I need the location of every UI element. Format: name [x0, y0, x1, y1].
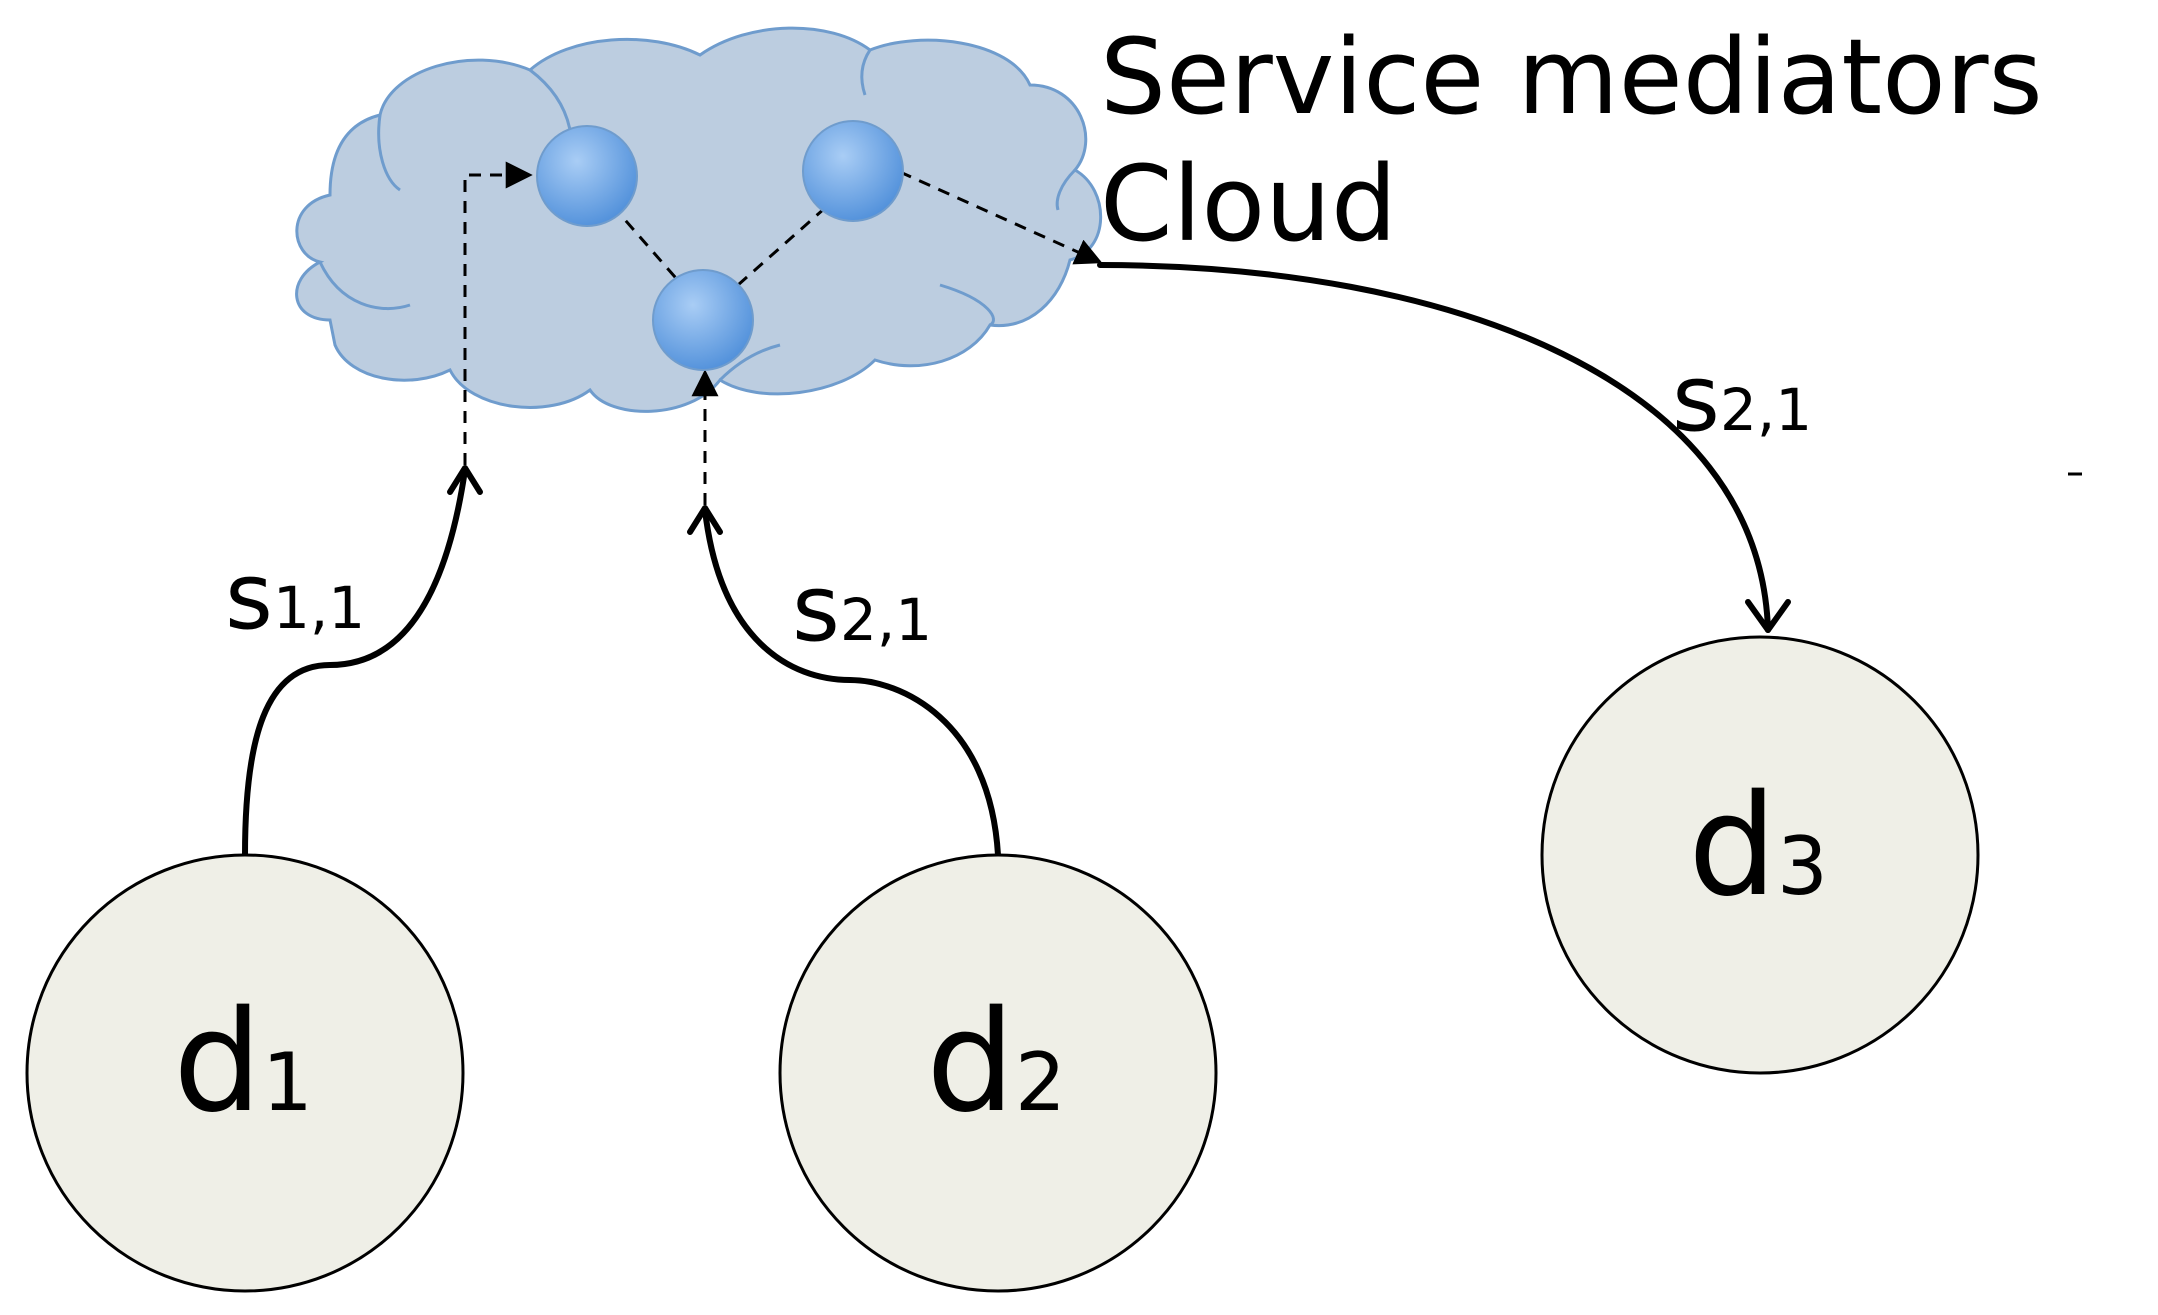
mediator-links [463, 161, 1103, 505]
cloud-shape [295, 26, 1103, 413]
device-label: d3 [1688, 765, 1828, 928]
cloud-contour [939, 283, 995, 327]
dashed-link-node1-node2 [610, 204, 684, 286]
cloud [295, 26, 1103, 413]
service-label-s11: s1,1 [225, 543, 365, 650]
cloud-contour [718, 343, 781, 382]
service-arrow-d3 [1097, 262, 1771, 633]
cloud-contour [860, 49, 872, 96]
cloud-contour [377, 114, 401, 192]
mediator-node [802, 120, 904, 222]
cloud-title-line2: Cloud [1100, 143, 1397, 265]
device-label: d1 [173, 981, 313, 1144]
cloud-contour [529, 68, 572, 131]
device-label: d2 [926, 981, 1066, 1144]
cloud-title-line1: Service mediators [1100, 16, 2043, 138]
cloud-contour [318, 261, 411, 310]
service-arrow-d2 [702, 507, 1001, 858]
service-arrow-d1 [242, 467, 468, 858]
service-label-s21-d3: s2,1 [1672, 345, 1812, 452]
service-label-s21-d2: s2,1 [792, 555, 932, 662]
arrowhead-d2 [687, 505, 723, 535]
device-circle [778, 853, 1218, 1293]
mediator-node [536, 125, 638, 227]
dashed-arrow-exit [899, 170, 1103, 265]
device-d2: d2 [778, 853, 1218, 1293]
mediator-node [652, 269, 754, 371]
arrowhead-d3 [1745, 599, 1791, 633]
device-circle [1540, 635, 1980, 1075]
service-arrows [242, 262, 1791, 858]
device-circle [25, 853, 465, 1293]
device-d1: d1 [25, 853, 465, 1293]
device-d3: d3 [1540, 635, 1980, 1075]
mediator-nodes [536, 120, 904, 371]
arrowhead-d1 [447, 465, 483, 495]
cloud-contour [1055, 168, 1077, 211]
